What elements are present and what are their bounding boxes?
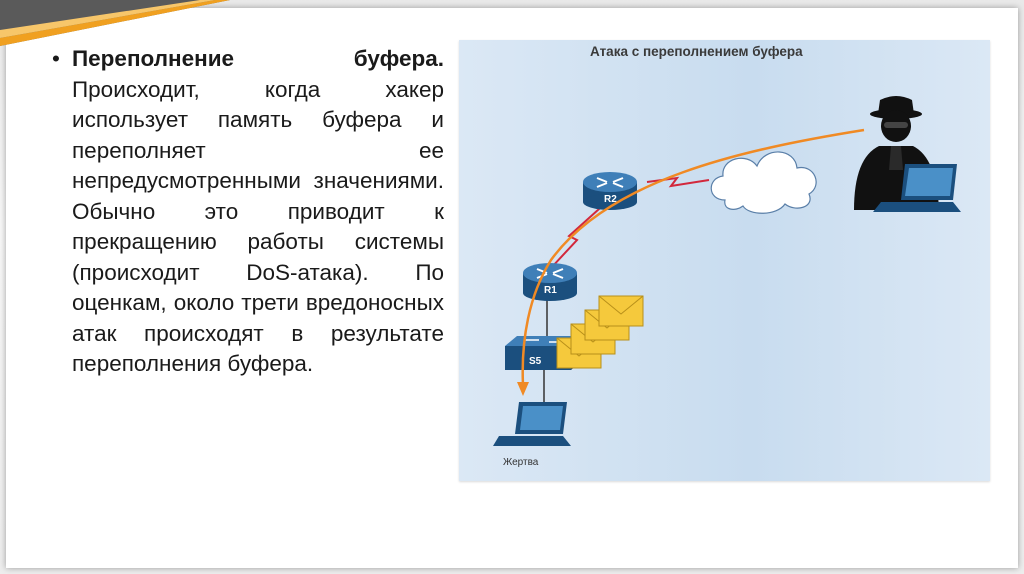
- router-r2-label: R2: [604, 194, 617, 205]
- body-text: Происходит, когда хакер использует памят…: [72, 76, 444, 377]
- buffer-overflow-diagram: R2 R1 S5: [459, 40, 990, 481]
- heading-text: Переполнение буфера.: [72, 46, 444, 71]
- bullet-marker: •: [52, 46, 60, 71]
- slide-text: • Переполнение буфера. Происходит, когда…: [52, 44, 444, 380]
- link-r1-r2: [550, 199, 610, 269]
- victim-label: Жертва: [503, 457, 539, 468]
- cloud-icon: [710, 151, 817, 214]
- envelope-icon: [598, 295, 644, 327]
- attack-arrow-head: [517, 382, 529, 396]
- switch-s5-label: S5: [529, 356, 542, 367]
- corner-decoration: [0, 0, 230, 46]
- diagram-canvas: R2 R1 S5: [493, 96, 961, 446]
- envelope-stack: [556, 295, 644, 369]
- router-r1-icon: R1: [523, 263, 577, 301]
- router-r2-icon: R2: [583, 172, 637, 210]
- attack-arrow: [521, 128, 865, 386]
- victim-laptop-icon: [493, 402, 571, 446]
- router-r1-label: R1: [544, 285, 557, 296]
- diagram-title: Атака с переполнением буфера: [590, 44, 803, 59]
- hacker-laptop-icon: [873, 164, 961, 212]
